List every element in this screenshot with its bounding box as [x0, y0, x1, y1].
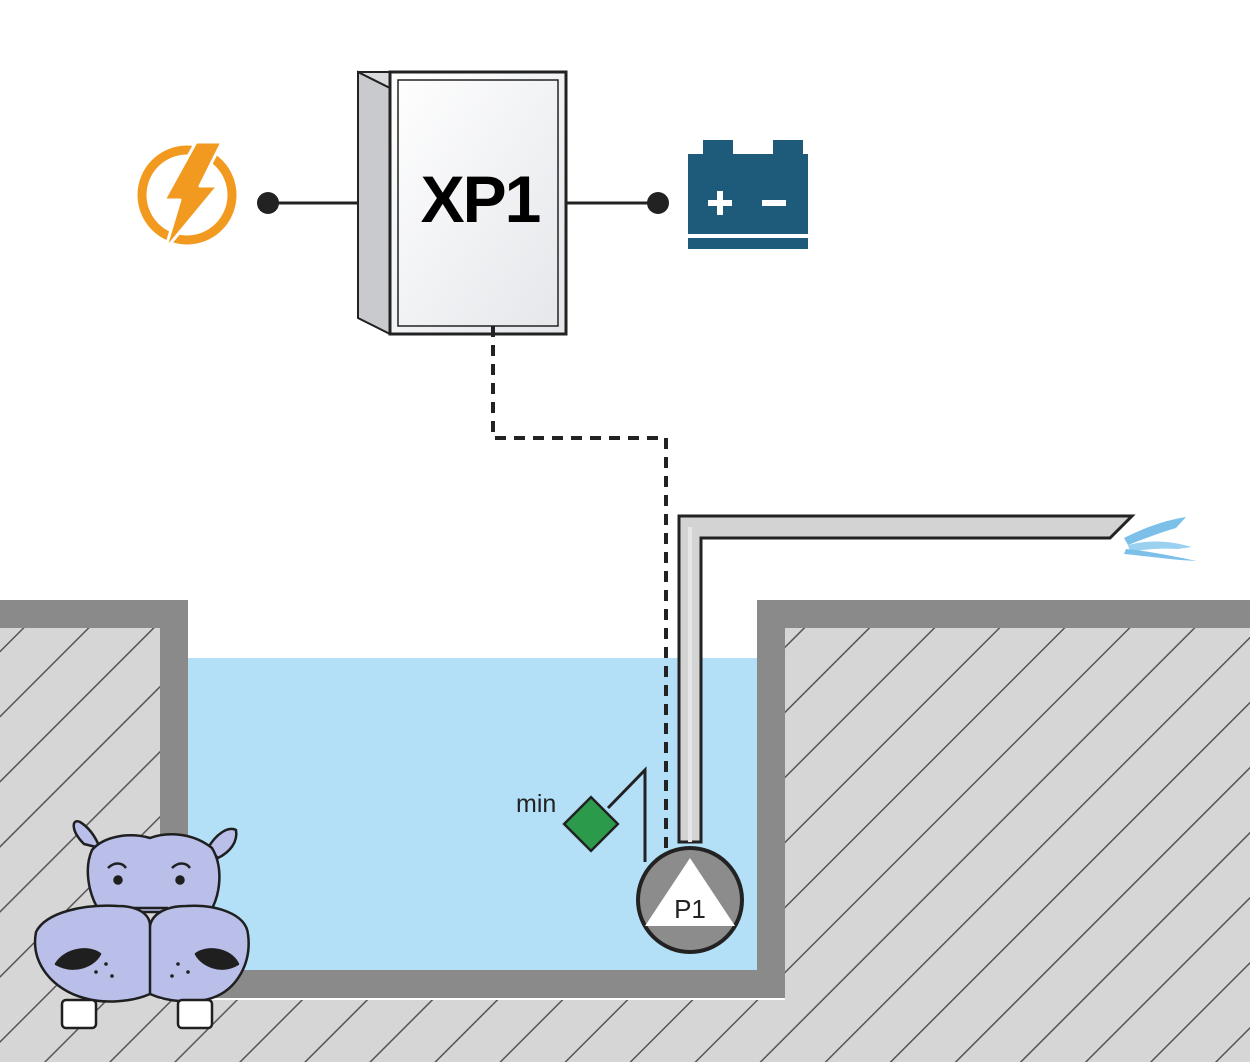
lightning-bolt-icon [137, 140, 237, 252]
pit-wall [0, 600, 1250, 998]
power-connection [257, 192, 358, 214]
float-switch: min [516, 766, 647, 862]
discharge-pipe [677, 514, 1136, 844]
pump-label: P1 [674, 894, 706, 924]
signal-cable [491, 326, 668, 862]
float-switch-label: min [516, 790, 556, 818]
ground-hatch [0, 628, 1250, 1062]
controller-box: XP1 [357, 70, 568, 336]
battery-icon [688, 140, 808, 249]
pump-p1: P1 [636, 846, 744, 954]
ground [0, 600, 1250, 1062]
water-outflow [1124, 517, 1197, 561]
controller-label: XP1 [421, 162, 540, 236]
hippo-mascot-icon [33, 820, 250, 1030]
battery-connection [566, 192, 669, 214]
